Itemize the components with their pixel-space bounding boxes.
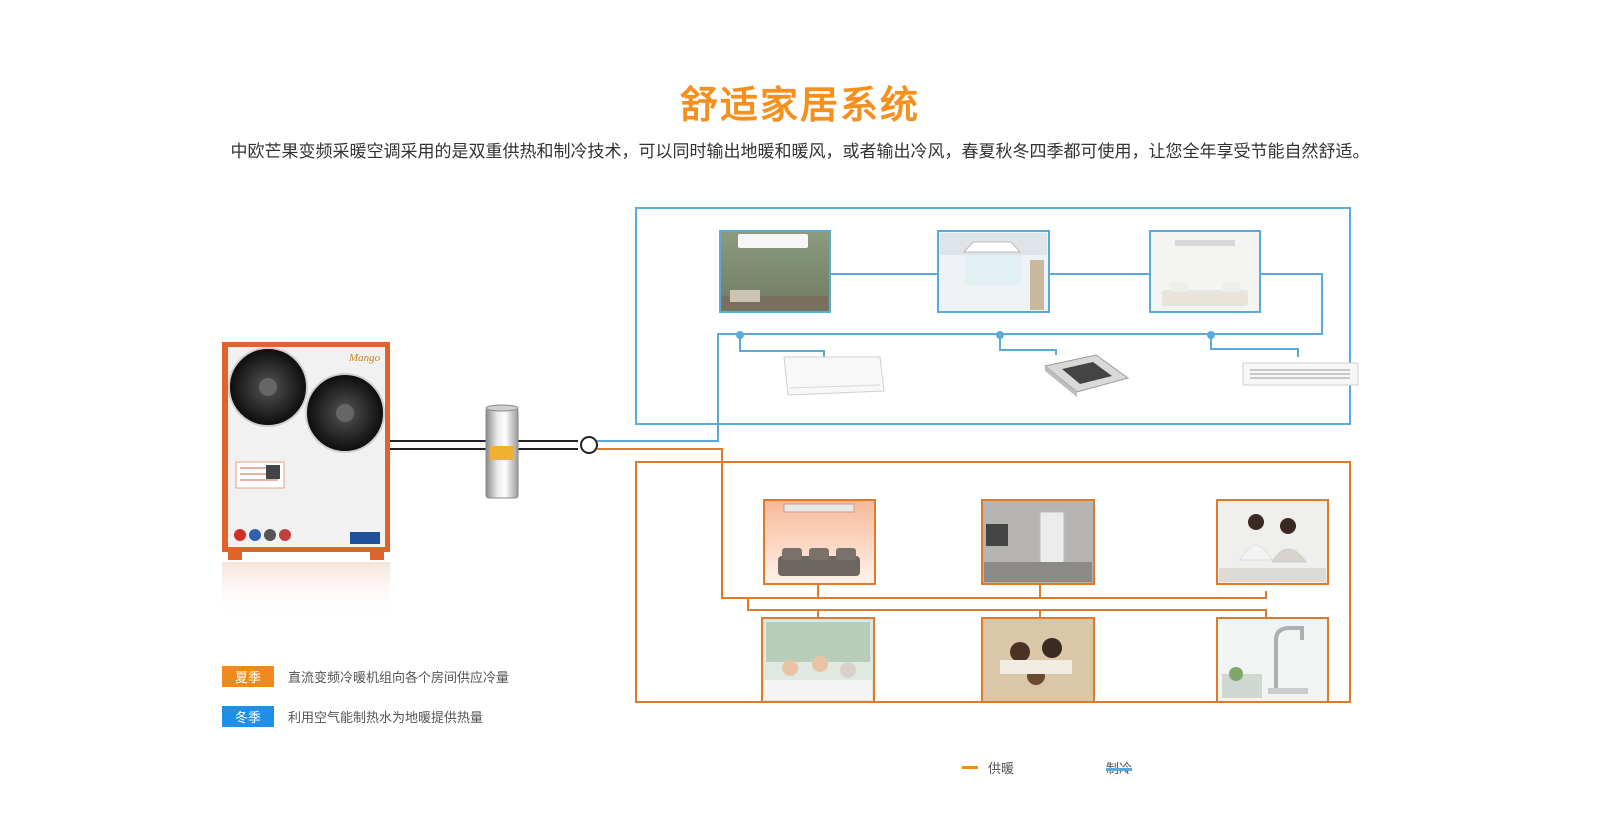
heating-room-4	[761, 617, 875, 703]
winter-description: 利用空气能制热水为地暖提供热量	[288, 710, 484, 726]
key-cooling-label: 制冷	[1106, 761, 1133, 777]
cooling-room-2	[937, 230, 1050, 313]
heating-line-swatch	[962, 765, 978, 769]
heating-room-5	[981, 617, 1095, 703]
distribution-junction	[580, 436, 598, 454]
key-heating-label: 供暖	[988, 761, 1015, 777]
heating-room-6	[1216, 617, 1329, 703]
heating-room-3	[1216, 499, 1329, 585]
summer-description: 直流变频冷暖机组向各个房间供应冷量	[288, 670, 510, 686]
outdoor-heat-pump-unit: Mango	[222, 342, 390, 620]
heating-room-2	[981, 499, 1095, 585]
cooling-room-3	[1149, 230, 1261, 313]
heating-room-1	[763, 499, 876, 585]
page-title: 舒适家居系统	[679, 83, 920, 127]
winter-badge: 冬季	[222, 705, 274, 727]
wall-mounted-indoor-unit	[783, 356, 885, 396]
key-heating: 供暖	[962, 759, 1015, 777]
cassette-indoor-unit	[1043, 354, 1130, 397]
water-tank	[485, 404, 519, 499]
key-cooling: 制冷	[1106, 759, 1133, 777]
cooling-loop	[597, 207, 1351, 442]
duct-indoor-unit	[1242, 362, 1359, 386]
page-subtitle: 中欧芒果变频采暖空调采用的是双重供热和制冷技术，可以同时输出地暖和暖风，或者输出…	[230, 142, 1370, 162]
unit-logo: Mango	[348, 352, 381, 364]
legend-summer: 夏季 直流变频冷暖机组向各个房间供应冷量	[222, 665, 509, 687]
summer-badge: 夏季	[222, 665, 274, 687]
legend-winter: 冬季 利用空气能制热水为地暖提供热量	[222, 705, 483, 727]
heating-loop	[597, 448, 1351, 703]
main-pipes	[390, 440, 578, 450]
cooling-room-1	[719, 230, 831, 313]
